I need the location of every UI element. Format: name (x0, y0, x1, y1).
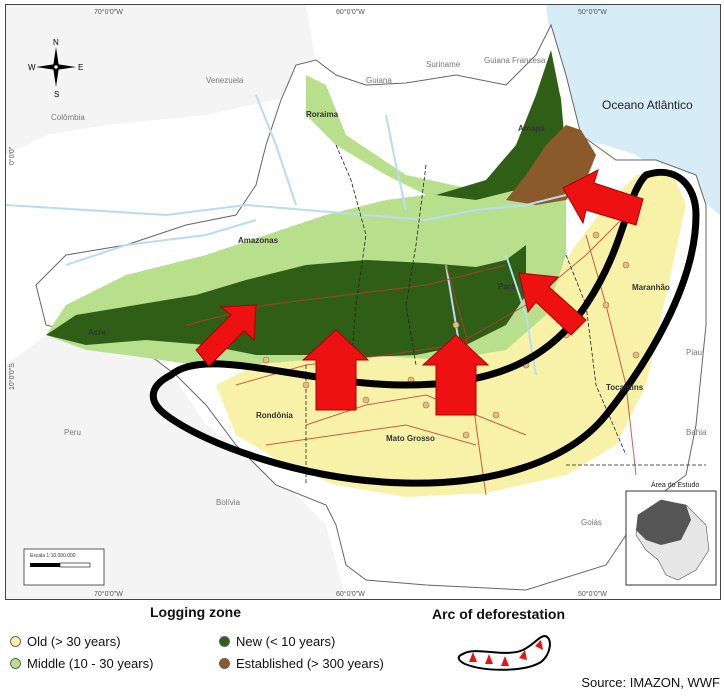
established-swatch-icon (219, 658, 230, 669)
compass-s: S (54, 90, 59, 99)
coord-left-1: 0°0'0" (8, 146, 16, 165)
map-frame: 70°0'0"W 60°0'0"W 50°0'0"W 70°0'0"W 60°0… (5, 4, 721, 600)
legend-established-label: Established (> 300 years) (236, 656, 384, 671)
compass-e: E (78, 63, 83, 72)
inset-brazil-map: Área do Estudo (625, 480, 717, 586)
source-credit: Source: IMAZON, WWF (581, 675, 720, 690)
old-swatch-icon (10, 636, 21, 647)
coord-top-2: 60°0'0"W (336, 8, 365, 16)
label-bahia: Bahia (686, 428, 707, 437)
logging-zone-title: Logging zone (150, 604, 241, 620)
scale-label: Escala 1:10.000.000 (30, 553, 76, 559)
deforestation-arrows (195, 169, 644, 416)
scale-bar: Escala 1:10.000.000 (23, 548, 105, 586)
label-amazonas: Amazonas (238, 236, 279, 245)
label-rondonia: Rondônia (256, 411, 293, 420)
inset-label: Área do Estudo (651, 480, 699, 489)
legend-established: Established (> 300 years) (219, 656, 384, 671)
label-roraima: Roraima (306, 110, 339, 119)
label-guiana: Guiana (366, 76, 392, 85)
label-acre: Acre (88, 328, 106, 337)
old-zone (216, 170, 686, 497)
towns (262, 231, 640, 439)
coord-top-1: 70°0'0"W (94, 8, 123, 16)
label-colombia: Colômbia (51, 113, 85, 122)
middle-swatch-icon (10, 658, 21, 669)
coord-bottom-1: 70°0'0"W (94, 590, 123, 598)
label-guiana-francesa: Guiana Francesa (484, 56, 546, 65)
coord-bottom-3: 50°0'0"W (578, 590, 607, 598)
arc-legend-icon (457, 634, 551, 671)
new-zone-north (436, 50, 566, 200)
label-piaui: Piauí (686, 348, 705, 357)
arc-title: Arc of deforestation (432, 606, 566, 622)
label-tocantins: Tocantins (606, 383, 644, 392)
label-ocean: Oceano Atlântico (602, 98, 693, 112)
label-peru: Peru (64, 428, 81, 437)
compass-w: W (28, 63, 36, 72)
compass-rose-icon: N S W E (28, 38, 83, 99)
legend-middle: Middle (10 - 30 years) (10, 656, 153, 671)
compass-n: N (53, 38, 59, 47)
new-zone (46, 245, 526, 357)
coord-top-3: 50°0'0"W (578, 8, 607, 16)
label-para: Pará (498, 282, 516, 291)
label-amapa: Amapá (518, 124, 545, 133)
amazon-logging-map: 70°0'0"W 60°0'0"W 50°0'0"W 70°0'0"W 60°0… (6, 5, 720, 599)
label-venezuela: Venezuela (206, 76, 244, 85)
legend-middle-label: Middle (10 - 30 years) (27, 656, 154, 671)
label-maranhao: Maranhão (632, 283, 670, 292)
arrow-4 (518, 272, 587, 336)
label-suriname: Suriname (426, 60, 461, 69)
ocean-area (546, 5, 720, 215)
arrow-1 (195, 304, 257, 367)
label-bolivia: Bolívia (216, 498, 241, 507)
label-mato-grosso: Mato Grosso (386, 434, 435, 443)
legend-old: Old (> 30 years) (10, 634, 121, 649)
arrow-5 (562, 169, 644, 226)
label-goias: Goiás (581, 518, 602, 527)
arrow-3 (421, 334, 490, 416)
new-swatch-icon (219, 636, 230, 647)
legend-new-label: New (< 10 years) (236, 634, 336, 649)
arrow-2 (301, 329, 370, 411)
legend-old-label: Old (> 30 years) (27, 634, 121, 649)
coord-left-2: 10°0'0"S (8, 363, 16, 390)
coord-bottom-2: 60°0'0"W (336, 590, 365, 598)
legend-new: New (< 10 years) (219, 634, 335, 649)
